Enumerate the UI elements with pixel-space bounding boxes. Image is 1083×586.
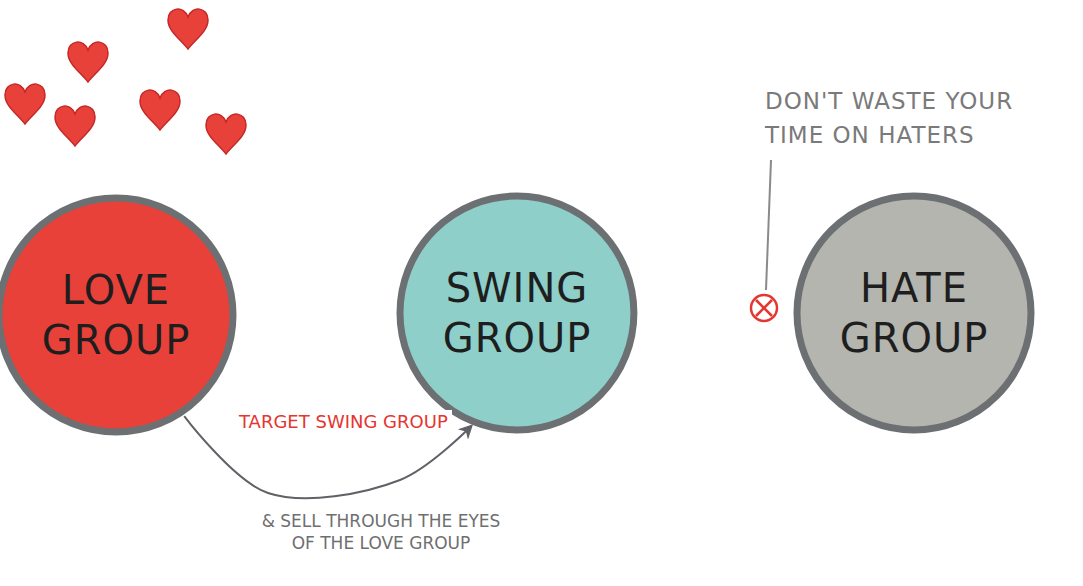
circle-outline	[396, 192, 638, 434]
group-name: HATE GROUP	[824, 263, 1004, 363]
hearts	[5, 9, 246, 154]
heart	[68, 42, 108, 82]
heart	[206, 114, 246, 154]
circle-outline	[793, 192, 1035, 434]
hate-circle: HATE GROUP	[793, 192, 1035, 434]
heart	[140, 90, 180, 130]
note-text: & SELL THROUGH THE EYES OF THE LOVE GROU…	[250, 510, 512, 554]
cross-symbol	[751, 295, 777, 321]
circle-shape	[400, 196, 634, 430]
swing-circle: SWING GROUP	[396, 192, 638, 434]
group-name: LOVE GROUP	[26, 265, 206, 365]
edge-label: TARGET SWING GROUP	[236, 410, 452, 434]
circle-outline	[0, 194, 237, 436]
heart	[168, 9, 208, 49]
heart	[5, 84, 45, 124]
circle-shape	[0, 198, 233, 432]
leader-line	[766, 160, 771, 290]
heart	[55, 106, 95, 146]
callout-note: DON'T WASTE YOUR TIME ON HATERS	[765, 84, 1057, 152]
love-circle: LOVE GROUP	[0, 194, 237, 436]
circle-shape	[797, 196, 1031, 430]
group-name: SWING GROUP	[427, 263, 607, 363]
